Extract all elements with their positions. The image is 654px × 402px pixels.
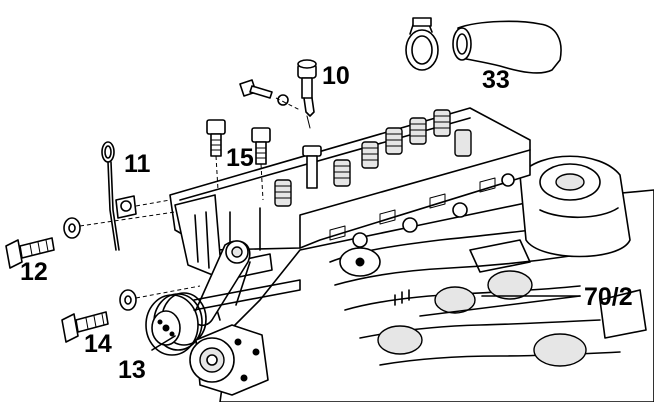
leader-13	[151, 335, 176, 351]
sensor-fitting-icon	[297, 59, 317, 129]
washer-icon	[63, 217, 81, 239]
leader-70-2-b	[419, 295, 581, 317]
filter-housing	[519, 155, 631, 258]
callout-70-2: 70/2	[584, 283, 633, 311]
hose-clamp-icon	[405, 17, 439, 71]
bolt-icon	[206, 119, 226, 157]
bolt-icon	[5, 237, 55, 269]
bolt-icon	[239, 79, 301, 111]
valve-springs	[274, 109, 472, 207]
hose-icon	[452, 20, 562, 74]
drive-belt	[193, 279, 301, 311]
callout-10: 10	[322, 62, 350, 90]
dipstick-icon	[101, 141, 171, 251]
pulley-icon	[145, 292, 207, 356]
washer-icon	[119, 289, 137, 311]
callout-13: 13	[118, 356, 146, 384]
callout-15: 15	[226, 144, 254, 172]
callout-11: 11	[124, 150, 151, 178]
callout-12: 12	[20, 258, 48, 286]
bolt-icon	[251, 127, 271, 165]
lower-pump	[189, 324, 269, 396]
callout-33: 33	[482, 66, 510, 94]
head-bolts	[206, 119, 271, 201]
bolt-icon	[61, 311, 109, 343]
cylinder-head	[169, 107, 531, 251]
callout-14: 14	[84, 330, 112, 358]
